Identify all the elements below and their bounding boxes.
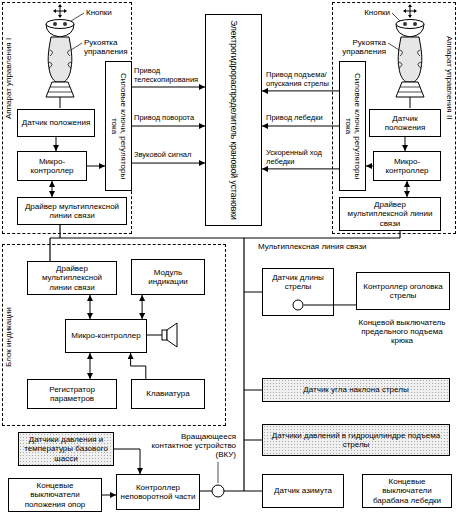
- keyboard-box: Клавиатура: [131, 379, 205, 409]
- switch-box: Концевые выключатели положения опор: [8, 478, 102, 512]
- connector: [366, 166, 373, 167]
- sensor-box: Датчик длины стрелы: [262, 268, 334, 316]
- connector: [407, 181, 408, 197]
- node-label: Драйвер мультиплексной линии связи: [31, 264, 113, 292]
- speaker-symbol: [167, 323, 177, 347]
- connector: [87, 166, 105, 167]
- node-label: Силовые ключи, регуляторы тока: [343, 65, 361, 187]
- sensor-box: Датчики давлений в гидроцилиндре подъема…: [262, 424, 450, 456]
- connector: [262, 90, 339, 91]
- edge-label: Ускоренный ход лебедки: [266, 149, 330, 166]
- region-title: Блок индикации: [5, 257, 14, 417]
- annotation-label: Мультиплексная линия связи: [258, 242, 398, 251]
- controller-box: Микро-контроллер: [17, 151, 87, 181]
- connector: [405, 137, 406, 151]
- annotation-label: Кнопки: [86, 8, 130, 17]
- driver-box: Драйвер мультиплексной линии связи: [339, 197, 441, 231]
- connector: [262, 126, 339, 127]
- annotation-label: Вращающееся контактное устройство (ВКУ): [146, 432, 236, 460]
- annotation-label: Кнопки: [342, 8, 390, 17]
- node-label: Микро-контроллер: [21, 157, 83, 175]
- valve-block-box: Электрогидрораспределитель крановой уста…: [205, 14, 262, 226]
- node-label: Датчик длины стрелы: [266, 273, 330, 291]
- region-title: Аппарат управления II: [444, 13, 453, 143]
- driver-box: Драйвер мультиплексной линии связи: [27, 261, 117, 295]
- controller-box: Микро-контроллер: [373, 151, 441, 181]
- annotation-label: Рукоятка управления: [336, 38, 386, 56]
- node-label: Датчик азимута: [274, 486, 332, 495]
- annotation-label: Рукоятка управления: [84, 38, 130, 56]
- power-switch-box: Силовые ключи, регуляторы тока: [105, 61, 132, 191]
- annotation-label: Концевой выключатель предельного подъема…: [352, 318, 452, 346]
- node-label: Электрогидрораспределитель крановой уста…: [229, 18, 239, 222]
- edge-label: Привод лебедки: [266, 114, 330, 123]
- power-switch-box: Силовые ключи, регуляторы тока: [339, 61, 366, 191]
- edge-label: Привод поворота: [134, 114, 202, 123]
- connector: [56, 137, 57, 151]
- driver-box: Драйвер мультиплексной линии связи: [17, 197, 127, 225]
- connector: [102, 495, 116, 496]
- slip-ring-symbol: [212, 485, 224, 497]
- controller-box: Контроллер оголовка стрелы: [356, 272, 450, 310]
- leader-line: [218, 462, 219, 483]
- node-label: Драйвер мультиплексной линии связи: [343, 200, 437, 228]
- connector: [334, 304, 356, 305]
- edge-label: Привод телескопирования: [134, 67, 202, 84]
- node-label: Микро-контроллер: [377, 157, 437, 175]
- recorder-box: Регистратор параметров: [27, 379, 117, 409]
- connector: [52, 181, 53, 197]
- control-unit-region: Аппарат управления I Датчик положенияМикр…: [2, 2, 132, 234]
- region-title: Аппарат управления I: [5, 13, 14, 143]
- node-label: Силовые ключи, регуляторы тока: [109, 65, 127, 187]
- node-label: Датчик положения: [22, 118, 90, 127]
- length-sensor-symbol: [263, 297, 333, 313]
- node-label: Датчик положения: [373, 114, 437, 132]
- sensor-box: Датчики давления и температуры базового …: [18, 432, 114, 466]
- joystick: [396, 4, 424, 108]
- connector: [132, 126, 205, 127]
- sensor-box: Датчик угла наклона стрелы: [262, 378, 450, 402]
- node-label: Микро-контроллер: [71, 331, 140, 340]
- connector: [131, 353, 146, 379]
- node-label: Контроллер оголовка стрелы: [360, 282, 446, 300]
- node-label: Клавиатура: [146, 389, 189, 398]
- node-label: Датчики давлений в гидроцилиндре подъема…: [266, 431, 446, 449]
- sensor-box: Датчик положения: [17, 109, 95, 137]
- speaker-symbol: [162, 330, 167, 340]
- control-unit-region: Аппарат управления II Датчик положения Сил…: [332, 2, 456, 234]
- node-label: Датчики давления и температуры базового …: [22, 435, 110, 463]
- node-label: Регистратор параметров: [31, 385, 113, 403]
- display-unit-region: Блок индикации Драйвер мультиплексной лин…: [2, 244, 226, 426]
- connector: [90, 295, 91, 319]
- connector: [132, 87, 205, 88]
- length-sensor-symbol: [293, 300, 303, 310]
- connector: [114, 449, 140, 474]
- sensor-box: Датчик положения: [369, 109, 441, 137]
- sensor-box: Датчик азимута: [262, 474, 344, 508]
- edge-label: Звуковой сигнал: [134, 151, 202, 160]
- sensor-wire: [304, 305, 333, 306]
- node-label: Модуль индикации: [135, 268, 201, 286]
- edge-label: Привод подъема/опускания стрелы: [266, 71, 330, 88]
- joystick: [46, 4, 74, 108]
- display-module-box: Модуль индикации: [131, 259, 205, 295]
- connector: [262, 168, 339, 169]
- connector: [90, 353, 91, 379]
- node-label: Датчик угла наклона стрелы: [303, 385, 408, 394]
- node-label: Концевые выключатели барабана лебедки: [366, 477, 448, 505]
- speaker-wire: [146, 335, 162, 336]
- connector: [142, 295, 143, 319]
- node-label: Контроллер неповоротной части: [120, 483, 196, 501]
- controller-box: Контроллер неповоротной части: [116, 474, 200, 510]
- switch-box: Концевые выключатели барабана лебедки: [362, 474, 452, 508]
- node-label: Драйвер мультиплексной линии связи: [21, 202, 123, 220]
- connector: [132, 163, 205, 164]
- controller-box: Микро-контроллер: [65, 319, 147, 353]
- node-label: Концевые выключатели положения опор: [12, 481, 98, 509]
